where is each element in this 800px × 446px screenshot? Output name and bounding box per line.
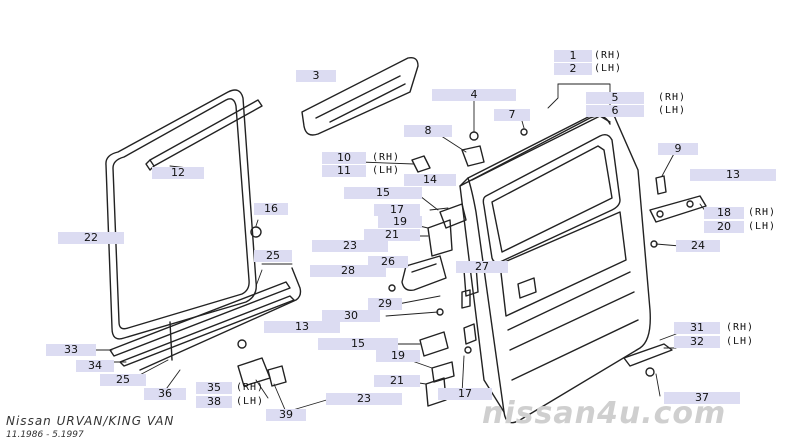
callout-35-side: (RH) [236,382,265,393]
clip-part [250,226,262,238]
callout-3: 3 [296,70,336,82]
callout-22: 22 [58,232,124,244]
callout-14: 14 [404,174,456,186]
callout-17-upper: 17 [374,204,420,216]
callout-19-lower: 19 [376,350,420,362]
callout-11: 11 [322,165,366,177]
callout-5: 5 [586,92,644,104]
callout-25-upper: 25 [254,250,292,262]
callout-17-lower: 17 [438,388,492,400]
callout-20: 20 [704,221,744,233]
callout-33: 33 [46,344,96,356]
callout-31: 31 [674,322,720,334]
callout-5-side: (RH) [658,92,687,103]
callout-9: 9 [658,143,698,155]
right-hinge-parts [649,175,707,248]
callout-8: 8 [404,125,452,137]
callout-11-side: (LH) [372,165,401,176]
callout-13-lower: 13 [264,321,340,333]
callout-13-upper: 13 [690,169,776,181]
production-caption: 11.1986 - 5.1997 [6,430,84,440]
callout-20-side: (LH) [748,221,777,232]
callout-4: 4 [432,89,516,101]
callout-19-upper: 19 [378,216,422,228]
callout-16: 16 [254,203,288,215]
callout-32: 32 [674,336,720,348]
callout-15-lower: 15 [318,338,398,350]
callout-30: 30 [322,310,380,322]
callout-1-side: (RH) [594,50,623,61]
callout-21-lower: 21 [374,375,420,387]
callout-24: 24 [676,240,720,252]
callout-28: 28 [310,265,386,277]
callout-38: 38 [196,396,232,408]
callout-31-side: (RH) [726,322,755,333]
model-caption: Nissan URVAN/KING VAN [6,414,175,428]
callout-32-side: (LH) [726,336,755,347]
callout-10-side: (RH) [372,152,401,163]
site-watermark: nissan4u.com [482,396,727,431]
callout-18-side: (RH) [748,207,777,218]
callout-10: 10 [322,152,366,164]
callout-18: 18 [704,207,744,219]
callout-35: 35 [196,382,232,394]
callout-15-upper: 15 [344,187,422,199]
callout-34: 34 [76,360,114,372]
callout-39: 39 [266,409,306,421]
rod-part [139,267,302,371]
lower-hinge-parts [237,308,673,407]
callout-6: 6 [586,105,644,117]
callout-6-side: (LH) [658,105,687,116]
callout-38-side: (LH) [236,396,265,407]
door-glass-part [301,56,419,136]
callout-23-upper: 23 [312,240,388,252]
door-weatherstrip [105,89,257,340]
callout-7: 7 [494,109,530,121]
callout-27: 27 [456,261,508,273]
callout-12: 12 [152,167,204,179]
callout-2: 2 [554,63,592,75]
callout-29: 29 [368,298,402,310]
sill-strip-part [109,281,295,367]
callout-36: 36 [144,388,186,400]
callout-23-lower: 23 [326,393,402,405]
callout-1: 1 [554,50,592,62]
leader-lines [85,83,707,413]
callout-21-upper: 21 [364,229,420,241]
callout-25-lower: 25 [100,374,146,386]
callout-2-side: (LH) [594,63,623,74]
callout-37: 37 [664,392,740,404]
rod-part-lower [169,321,173,361]
